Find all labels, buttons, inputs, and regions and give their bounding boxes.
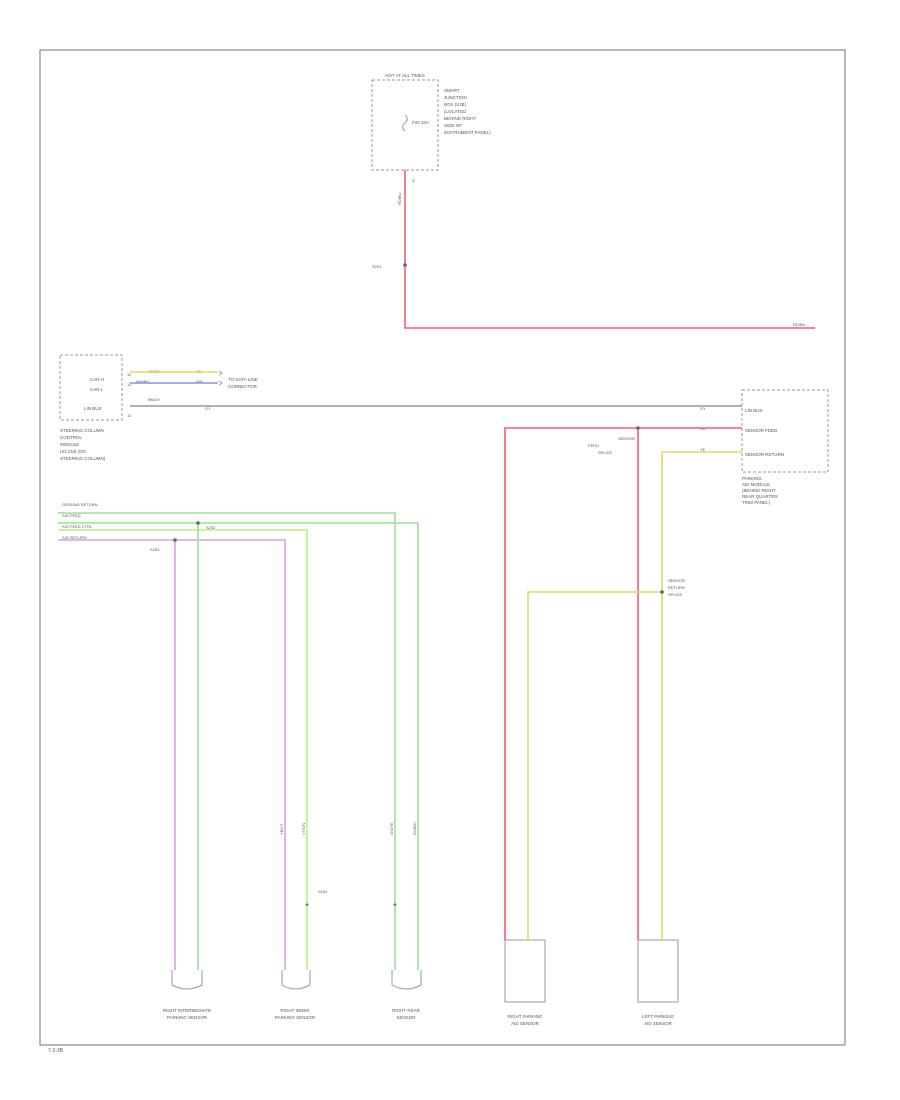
wire-sensor-return-branch xyxy=(527,591,662,905)
sensor-label: RIGHT INTERMEDIATE xyxy=(163,1008,211,1013)
wire-label: VT/GN xyxy=(301,823,306,835)
parking-aid-module: LIN BUS SENSOR FEED SENSOR RETURN GY RD … xyxy=(700,389,829,505)
splice-label: S202 xyxy=(206,525,216,530)
wire-code: BN/GY xyxy=(148,397,161,402)
wire-code: YE xyxy=(700,447,706,452)
fuse-rating: F20 10A xyxy=(412,120,429,125)
sensor-label: RIGHT INNER xyxy=(280,1008,310,1013)
fuse-pin-number: 1 xyxy=(412,178,415,183)
splice-label: S203 xyxy=(150,547,160,552)
parking-module-line: AID MODULE xyxy=(742,482,770,487)
wire-label: RD/BU xyxy=(793,322,806,327)
fuse-module-line: BOX (SJB) xyxy=(444,102,467,107)
wire-label: GN/YE xyxy=(389,822,394,835)
parking-module-line: TRIM PANEL) xyxy=(742,500,771,505)
splice-dot xyxy=(403,263,407,267)
connector-label: SIG FEED xyxy=(62,513,81,518)
fuse-symbol xyxy=(402,114,408,132)
sensor-label: LEFT PARKING xyxy=(642,1014,675,1019)
sensor-symbol xyxy=(281,970,311,990)
wire-sensor-return xyxy=(661,451,742,905)
parking-module-line: PARKING xyxy=(742,476,762,481)
sensors: RIGHT INTERMEDIATE PARKING SENSOR RIGHT … xyxy=(163,905,679,1026)
splice-label: S204 xyxy=(318,889,328,894)
fuse-module-line: SIDE OF xyxy=(444,123,462,128)
wire-code: WH/BU xyxy=(136,379,149,384)
parking-module-line: (BEHIND RIGHT xyxy=(742,488,776,493)
steering-pin-label: LIN BUS xyxy=(84,406,102,411)
diagram-frame xyxy=(39,49,846,1046)
wire-label: GN/BU xyxy=(412,822,417,835)
fuse-module-line: INSTRUMENT PANEL) xyxy=(444,130,491,135)
splice-dot xyxy=(173,538,177,542)
wire-ground-return xyxy=(58,512,396,905)
steering-pin-number: 12 xyxy=(127,382,132,387)
fuse-module-line: BEHIND RIGHT xyxy=(444,116,477,121)
wire-sig-feed-ctrl xyxy=(58,529,308,905)
steering-pin-label: CAN H xyxy=(90,377,104,382)
steering-column-module: CAN H CAN L LIN BUS 11 12 10 STEERING CO… xyxy=(59,354,258,461)
fuse-module-box xyxy=(371,79,439,171)
wire-sig-feed xyxy=(58,522,419,905)
sensor-label: PARKING SENSOR xyxy=(275,1015,316,1020)
parking-module-line: REAR QUARTER xyxy=(742,494,778,499)
splice-label: SENSOR xyxy=(668,578,685,583)
sensor-label: AID SENSOR xyxy=(644,1021,673,1026)
steering-module-line: CONTROL xyxy=(60,435,82,440)
parking-module-pin: LIN BUS xyxy=(745,408,763,413)
splice-label: SPLICE xyxy=(668,592,683,597)
parking-module-box xyxy=(741,389,829,473)
wire-label: YE/VT xyxy=(279,823,284,835)
splice-label: S201 xyxy=(372,264,382,269)
wire-sig-return xyxy=(58,539,286,905)
connector-label: SIG RETURN xyxy=(62,535,87,540)
sensor-symbol xyxy=(171,970,203,990)
splice-label: SPLICE xyxy=(598,450,613,455)
fuse-module: HOT AT ALL TIMES SMART JUNCTION BOX (SJB… xyxy=(371,73,491,183)
wire-label: RD/BU xyxy=(397,192,402,205)
arrow-right-icon xyxy=(218,370,223,386)
sensor-label: PARKING SENSOR xyxy=(167,1015,208,1020)
fuse-module-header: HOT AT ALL TIMES xyxy=(385,73,425,78)
data-link-note: CONNECTOR xyxy=(228,384,258,389)
splice-dot xyxy=(660,590,664,594)
sensor-box xyxy=(637,939,679,1003)
steering-pin-label: CAN L xyxy=(90,387,104,392)
steering-pin-number: 11 xyxy=(127,372,132,377)
steering-pin-number: 10 xyxy=(127,413,132,418)
steering-module-line: (SCCM) (ON xyxy=(60,449,86,454)
sensor-label: RIGHT REAR xyxy=(392,1008,420,1013)
wire-sensor-feed xyxy=(504,427,742,905)
sensor-symbol xyxy=(391,970,422,990)
parking-module-pin: SENSOR RETURN xyxy=(745,452,784,457)
parking-module-pin: SENSOR FEED xyxy=(745,428,778,433)
steering-module-box xyxy=(59,354,123,421)
connector-label: GROUND RETURN xyxy=(62,502,98,507)
fuse-module-line: (LOCATED xyxy=(444,109,467,114)
sensor-label: AID SENSOR xyxy=(511,1021,540,1026)
wire-code: GY xyxy=(205,406,211,411)
connector-label: SIG FEED CTRL xyxy=(62,524,93,529)
wire-red-feed xyxy=(404,170,815,329)
steering-module-line: MODULE xyxy=(60,442,79,447)
steering-module-line: STEERING COLUMN) xyxy=(60,456,106,461)
wire-code: GY xyxy=(700,406,706,411)
splice-label: SENSOR xyxy=(618,436,635,441)
fuse-module-line: JUNCTION xyxy=(444,95,467,100)
splice-label: RETURN xyxy=(668,585,685,590)
fuse-module-line: SMART xyxy=(444,88,460,93)
splice-label: FEED xyxy=(588,443,599,448)
page-code: 7-2-3B xyxy=(48,1048,64,1054)
data-link-note: TO DATA LINK xyxy=(228,377,258,382)
wire-code: WH xyxy=(196,379,203,384)
splice-dot xyxy=(636,426,640,430)
sensor-label: RIGHT PARKING xyxy=(507,1014,543,1019)
sensor-label: SENSOR xyxy=(396,1015,416,1020)
wires: RD/BU S201 RD/BU SENSOR FEED SPLICE SENS… xyxy=(58,170,815,907)
sensor-box xyxy=(504,939,546,1003)
steering-module-line: STEERING COLUMN xyxy=(60,428,104,433)
splice-dot xyxy=(196,521,200,525)
